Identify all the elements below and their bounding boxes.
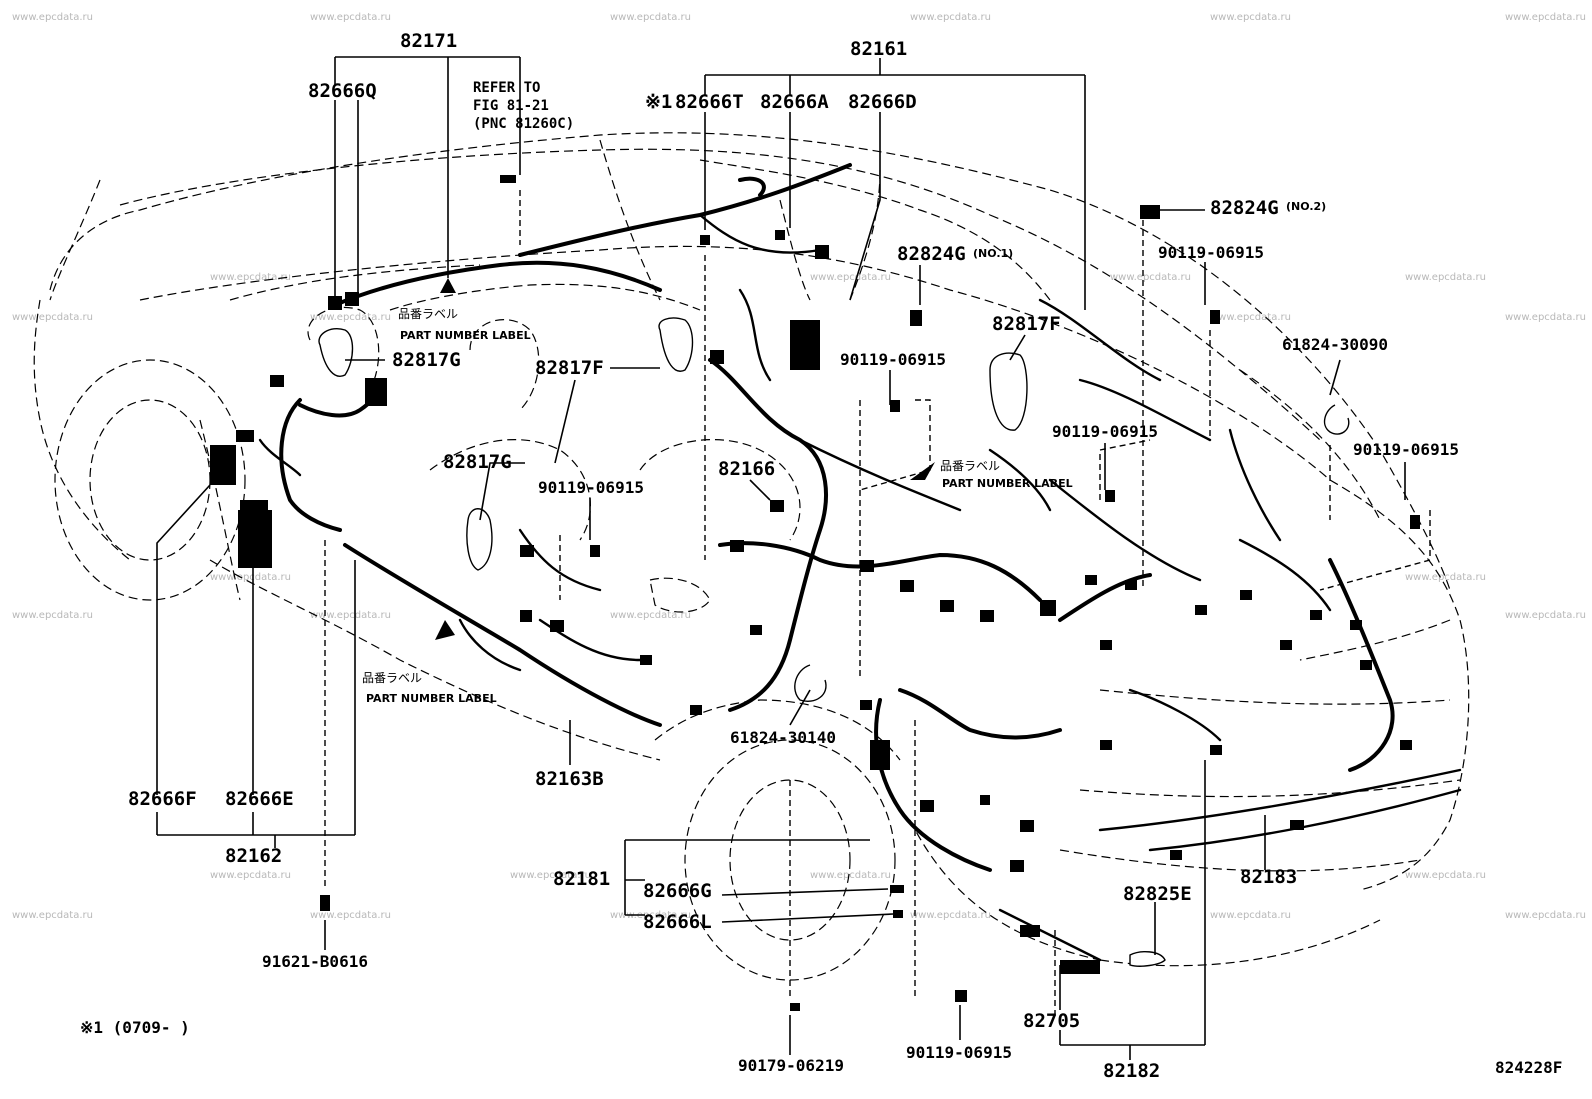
watermark-text: www.epcdata.ru (12, 312, 93, 323)
part-label-82666D: 82666D (848, 91, 917, 113)
watermark-text: www.epcdata.ru (610, 610, 691, 621)
watermark-text: www.epcdata.ru (12, 910, 93, 921)
part-label-91621-B0616: 91621-B0616 (262, 952, 368, 971)
watermark-text: www.epcdata.ru (1210, 910, 1291, 921)
part-label-90119-06915: 90119-06915 (1052, 422, 1158, 441)
part-labels: 82171 82666Q REFER TO FIG 81-21 (PNC 812… (80, 30, 1562, 1082)
label-jp-2: 品番ラベル (940, 459, 1000, 473)
part-label-82817G-top: 82817G (392, 349, 461, 371)
side-harness-82163B (343, 543, 662, 727)
footnote: ※1 (0709- ) (80, 1018, 190, 1037)
part-number-label-note-1: PART NUMBER LABEL (400, 329, 531, 342)
part-label-82825E: 82825E (1123, 883, 1192, 905)
part-label-61824-30090: 61824-30090 (1282, 335, 1388, 354)
part-label-82705: 82705 (1023, 1010, 1080, 1032)
watermark-text: www.epcdata.ru (12, 610, 93, 621)
part-label-82817F-right: 82817F (992, 313, 1061, 335)
watermark-text: www.epcdata.ru (910, 12, 991, 23)
part-label-82817G-mid: 82817G (443, 451, 512, 473)
watermark-text: www.epcdata.ru (810, 870, 891, 881)
part-label-82666F: 82666F (128, 788, 197, 810)
part-label-82162: 82162 (225, 845, 282, 867)
roof-harness-82161 (518, 163, 852, 257)
watermark-text: www.epcdata.ru (310, 312, 391, 323)
part-label-90179-06219: 90179-06219 (738, 1056, 844, 1075)
part-label-82161: 82161 (850, 38, 907, 60)
label-jp-1: 品番ラベル (398, 307, 458, 321)
part-label-82824G-no2: 82824G (1210, 197, 1279, 219)
figure-code: 824228F (1495, 1058, 1562, 1077)
part-number-label-note-3: PART NUMBER LABEL (366, 692, 497, 705)
part-label-82181: 82181 (553, 868, 610, 890)
footnote-mark: ※1 (645, 91, 672, 113)
watermark-text: www.epcdata.ru (610, 910, 691, 921)
part-label-90119-06915: 90119-06915 (1158, 243, 1264, 262)
part-label-82666L: 82666L (643, 911, 712, 933)
watermark-text: www.epcdata.ru (1210, 12, 1291, 23)
part-label-82666E: 82666E (225, 788, 294, 810)
part-label-90119-06915: 90119-06915 (1353, 440, 1459, 459)
part-label-no2: (NO.2) (1286, 200, 1326, 213)
watermark-text: www.epcdata.ru (310, 910, 391, 921)
label-jp-3: 品番ラベル (362, 671, 422, 685)
leader-lines (156, 56, 1431, 1060)
watermark-text: www.epcdata.ru (510, 870, 591, 881)
refer-note-line2: FIG 81-21 (473, 98, 549, 114)
watermark-text: www.epcdata.ru (1505, 910, 1586, 921)
watermark-text: www.epcdata.ru (210, 572, 291, 583)
cowl-harness-82162 (279, 398, 342, 532)
refer-note-line1: REFER TO (473, 80, 540, 96)
refer-note-line3: (PNC 81260C) (473, 116, 574, 132)
rear-harness-82183 (1098, 768, 1462, 832)
watermark-text: www.epcdata.ru (1505, 312, 1586, 323)
part-label-90119-06915: 90119-06915 (538, 478, 644, 497)
watermark-text: www.epcdata.ru (210, 870, 291, 881)
watermark-text: www.epcdata.ru (1505, 610, 1586, 621)
watermark-text: www.epcdata.ru (310, 12, 391, 23)
watermark-text: www.epcdata.ru (1210, 312, 1291, 323)
watermarks: www.epcdata.ru www.epcdata.ru www.epcdat… (12, 12, 1586, 921)
connectors (210, 175, 1420, 1011)
part-label-82166: 82166 (718, 458, 775, 480)
part-label-no1: (NO.1) (973, 247, 1013, 260)
watermark-text: www.epcdata.ru (1405, 572, 1486, 583)
watermark-text: www.epcdata.ru (12, 12, 93, 23)
watermark-text: www.epcdata.ru (1505, 12, 1586, 23)
part-label-82171: 82171 (400, 30, 457, 52)
car-body-outline (33, 132, 1470, 981)
watermark-text: www.epcdata.ru (910, 910, 991, 921)
watermark-text: www.epcdata.ru (310, 610, 391, 621)
part-label-82183: 82183 (1240, 866, 1297, 888)
watermark-text: www.epcdata.ru (210, 272, 291, 283)
watermark-text: www.epcdata.ru (810, 272, 891, 283)
part-label-90119-06915: 90119-06915 (840, 350, 946, 369)
roof-harness-82171 (333, 260, 662, 307)
part-label-82182: 82182 (1103, 1060, 1160, 1082)
part-label-90119-06915: 90119-06915 (906, 1043, 1012, 1062)
wire-harnesses (258, 163, 1462, 962)
part-label-82666A: 82666A (760, 91, 829, 113)
watermark-text: www.epcdata.ru (610, 12, 691, 23)
part-label-61824-30140: 61824-30140 (730, 728, 836, 747)
part-label-82666Q: 82666Q (308, 80, 377, 102)
part-label-82817F-mid: 82817F (535, 357, 604, 379)
rear-floor-harness-82182 (874, 698, 992, 872)
part-label-82666G: 82666G (643, 880, 712, 902)
watermark-text: www.epcdata.ru (1405, 272, 1486, 283)
part-number-label-note-2: PART NUMBER LABEL (942, 477, 1073, 490)
watermark-text: www.epcdata.ru (1405, 870, 1486, 881)
watermark-text: www.epcdata.ru (1110, 272, 1191, 283)
part-label-82666T: 82666T (675, 91, 744, 113)
floor-harness-82166 (708, 358, 828, 712)
part-label-82163B: 82163B (535, 768, 604, 790)
part-label-82824G-no1: 82824G (897, 243, 966, 265)
